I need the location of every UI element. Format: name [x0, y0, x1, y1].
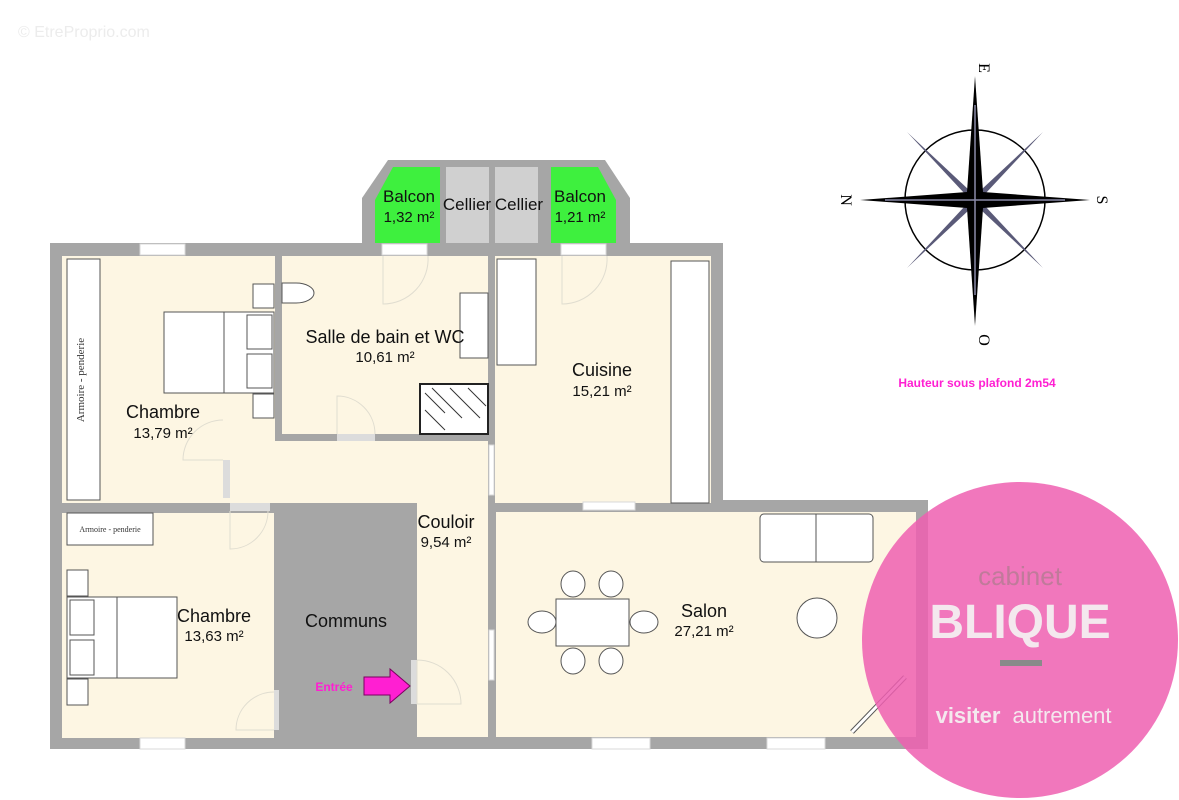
compass-east-label: E [975, 63, 992, 73]
dining-table [555, 598, 630, 647]
cabinet-blique-logo: cabinet BLIQUE visiter autrement [862, 482, 1178, 798]
compass-rose: E N S O [837, 63, 1110, 346]
toilet-icon [281, 282, 315, 304]
door-swings [182, 255, 608, 731]
counter-right [670, 260, 710, 504]
chambre-top-name: Chambre [126, 402, 200, 422]
armoire-top [66, 258, 101, 501]
counter-left [496, 258, 537, 366]
balcon-left-floor [375, 167, 440, 244]
entrance-label: Entrée [315, 680, 353, 694]
balcon-right-name: Balcon [554, 187, 606, 206]
watermark: © EtreProprio.com [18, 24, 150, 41]
logo-brand: BLIQUE [929, 596, 1110, 649]
cellier-right-name: Cellier [495, 195, 544, 214]
logo-tagline-bold: visiter [936, 703, 1001, 728]
salon-area: 27,21 m² [674, 623, 733, 640]
armoire-bottom [66, 512, 154, 546]
entrance-marker: Entrée [315, 667, 411, 705]
chambre-bottom-name: Chambre [177, 606, 251, 626]
chambre-top-area: 13,79 m² [133, 425, 192, 442]
compass-south-label: S [1093, 196, 1110, 205]
door-openings [223, 434, 417, 730]
logo-underline [1000, 660, 1042, 666]
couloir-area: 9,54 m² [421, 534, 472, 551]
balcony-block [362, 160, 630, 250]
armoire-bottom-label: Armoire - penderie [79, 525, 141, 534]
round-table [796, 597, 838, 639]
cellier-right-floor [495, 167, 538, 244]
entrance-arrow-icon [363, 667, 411, 705]
couloir-name: Couloir [417, 512, 474, 532]
windows [139, 243, 826, 750]
chambre-top-furniture [66, 258, 275, 501]
sdb-area: 10,61 m² [355, 349, 414, 366]
compass-west-label: O [975, 334, 992, 346]
communs-floor [278, 503, 414, 749]
communs-name: Communs [305, 611, 387, 631]
double-sink-icon [459, 292, 489, 359]
cuisine-area: 15,21 m² [572, 383, 631, 400]
balcon-right-area: 1,21 m² [555, 209, 606, 226]
compass-north-label: N [837, 194, 854, 206]
salon-name: Salon [681, 601, 727, 621]
salon-furniture [527, 513, 874, 675]
cellier-left-name: Cellier [443, 195, 492, 214]
cellier-left-floor [446, 167, 489, 244]
balcon-left-name: Balcon [383, 187, 435, 206]
ceiling-height-note: Hauteur sous plafond 2m54 [898, 376, 1056, 390]
armoire-top-label: Armoire - penderie [75, 338, 87, 422]
couloir-lower-floor [417, 441, 488, 737]
sdb-name: Salle de bain et WC [305, 327, 464, 347]
chambre-bottom-furniture [66, 512, 178, 706]
cuisine-name: Cuisine [572, 360, 632, 380]
balcon-left-area: 1,32 m² [384, 209, 435, 226]
logo-tagline-light: autrement [1012, 703, 1111, 728]
balcon-right-floor [551, 167, 616, 244]
chambre-bottom-area: 13,63 m² [184, 628, 243, 645]
logo-top: cabinet [978, 561, 1063, 591]
sdb-furniture [281, 282, 489, 435]
cuisine-furniture [496, 258, 710, 504]
